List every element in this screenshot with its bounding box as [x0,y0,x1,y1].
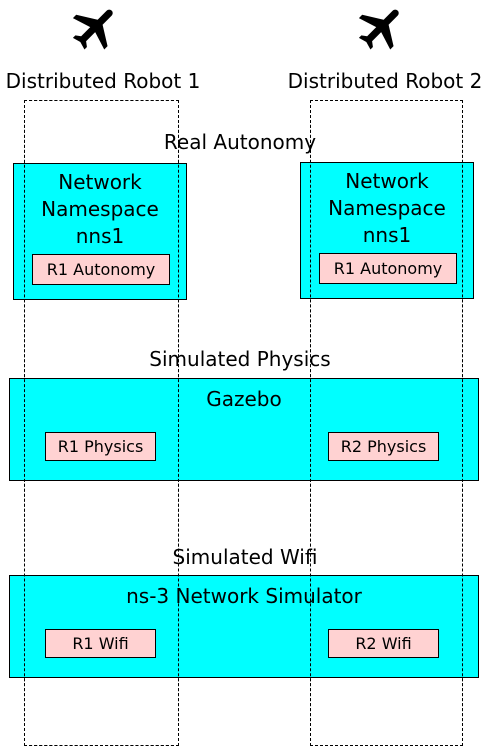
airplane-icon [358,9,399,50]
r1-wifi-node: R1 Wifi [45,629,156,658]
network-namespace-2: Network Namespace nns1 R1 Autonomy [300,162,474,299]
namespace-label-line: nns1 [362,223,412,247]
ns3-label: ns-3 Network Simulator [126,584,362,608]
simulated-physics-title: Simulated Physics [149,347,331,371]
namespace-label-line: Namespace [328,196,446,220]
namespace-label-line: nns1 [75,224,125,248]
robot-2-label: Distributed Robot 2 [287,69,483,93]
r1-physics-node: R1 Physics [45,432,156,461]
robot-1-label: Distributed Robot 1 [5,69,201,93]
real-autonomy-title: Real Autonomy [163,130,317,154]
gazebo-label: Gazebo [206,387,282,411]
simulated-wifi-title: Simulated Wifi [172,545,318,569]
network-namespace-1: Network Namespace nns1 R1 Autonomy [13,163,187,300]
r2-physics-node: R2 Physics [328,432,439,461]
namespace-label-line: Network [58,170,142,194]
gazebo-container: Gazebo R1 Physics R2 Physics [9,378,479,481]
r1-autonomy-node: R1 Autonomy [319,253,457,284]
namespace-label-line: Namespace [41,197,159,221]
r1-autonomy-node: R1 Autonomy [32,254,170,285]
r2-wifi-node: R2 Wifi [328,629,439,658]
namespace-label-line: Network [345,169,429,193]
ns3-container: ns-3 Network Simulator R1 Wifi R2 Wifi [9,575,479,678]
airplane-icon [72,9,113,50]
